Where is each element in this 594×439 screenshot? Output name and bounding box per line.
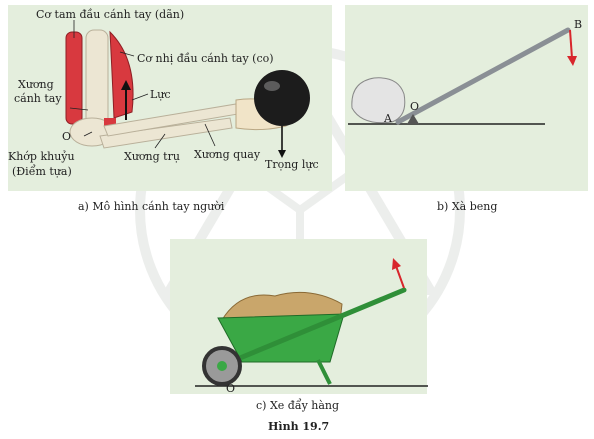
caption-wheelbarrow: c) Xe đẩy hàng (256, 399, 340, 412)
caption-crowbar: b) Xà beng (437, 200, 498, 213)
wheelbarrow-handle (237, 287, 407, 361)
triceps-label: Cơ tam đầu cánh tay (dãn) (36, 8, 184, 21)
force-label: Lực (150, 88, 171, 101)
caption-arm: a) Mô hình cánh tay người (78, 200, 225, 213)
lift-force-arrow (395, 265, 405, 289)
point-o-arm-label: O (62, 130, 71, 143)
elbow-label-line2: (Điểm tựa) (12, 164, 72, 178)
push-force-arrow (569, 29, 573, 59)
ulna-label: Xương trụ (124, 150, 180, 163)
radius-label: Xương quay (194, 148, 261, 161)
figure-title: Hình 19.7 (268, 420, 330, 433)
crowbar (395, 27, 571, 125)
point-o-wheelbarrow-label: O (226, 382, 235, 395)
point-a-label: A (383, 112, 393, 125)
humerus-label-line1: Xương (18, 78, 54, 91)
fulcrum (407, 114, 419, 124)
biceps-label: Cơ nhị đầu cánh tay (co) (137, 52, 274, 65)
rock (351, 77, 406, 124)
biceps-attachment (104, 118, 116, 126)
biceps-muscle (109, 30, 134, 119)
ulna-bone (99, 117, 233, 149)
elbow-label-line1: Khớp khuỷu (8, 150, 75, 163)
point-o-crowbar-label: O (410, 100, 419, 113)
gravity-label: Trọng lực (265, 158, 319, 171)
point-b-label: B (574, 18, 582, 31)
humerus-label-line2: cánh tay (14, 92, 62, 105)
